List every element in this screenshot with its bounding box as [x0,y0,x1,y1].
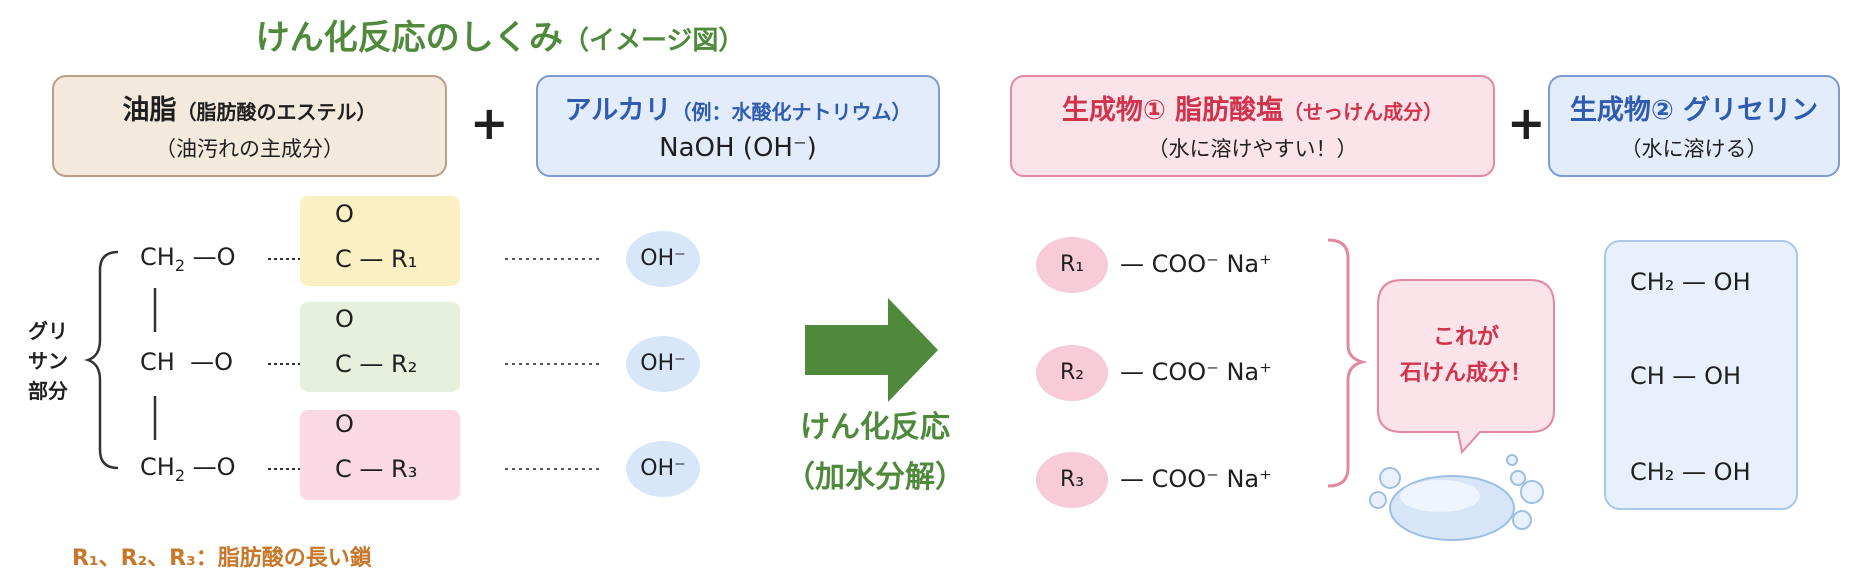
carbonyl-oxygen-3: O [335,410,354,438]
ester-left-1: CH2 —O [140,243,236,275]
carbonyl-oxygen-1: O [335,200,354,228]
glycerin-row-3: CH₂ — OH [1630,458,1751,486]
product2-box-title: 生成物② グリセリン [1569,95,1819,126]
carbonyl-highlight-2 [300,302,460,392]
carbonyl-group-3: C — R₃ [335,455,418,483]
bubble-icon [1369,491,1387,509]
ester-left-3: CH2 —O [140,453,236,485]
bubble-icon [1520,480,1544,504]
bubble-line-2: 石けん成分！ [1399,361,1532,386]
r-group-legend: R₁、R₂、R₃：脂肪酸の長い鎖 [72,546,372,571]
product1-box-title-sub: （せっけん成分） [1283,100,1444,124]
product1-box-title: 生成物① 脂肪酸塩 [1061,95,1284,126]
soap-tail-1: — COO⁻ Na⁺ [1120,250,1272,278]
alkali-box-title: アルカリ [564,95,672,126]
carbonyl-oxygen-2: O [335,305,354,333]
oil-box: 油脂（脂肪酸のエステル） （油汚れの主成分） [52,75,447,177]
left-brace [84,250,119,470]
glycerin-label-line: グリ [28,319,68,343]
bubble-icon [1512,510,1532,530]
product1-box: 生成物① 脂肪酸塩（せっけん成分） （水に溶けやすい！） [1010,75,1495,177]
bubble-icon [1379,467,1401,489]
oil-box-title-sub: （脂肪酸のエステル） [176,100,377,124]
title-sub: （イメージ図） [562,26,745,56]
plus-sign-left: + [470,96,509,150]
speech-bubble [1377,279,1555,455]
bubble-text: これが 石けん成分！ [1380,320,1552,392]
oil-box-desc: （油汚れの主成分） [155,137,344,161]
bubble-icon [1506,454,1518,466]
carbonyl-highlight-1 [300,196,460,286]
glycerin-row-1: CH₂ — OH [1630,268,1751,296]
alkali-box-title-sub: （例：水酸化ナトリウム） [671,100,912,124]
soap-highlight [1400,480,1480,512]
reaction-label: けん化反応 [800,410,950,445]
glycerin-box [1604,240,1798,510]
right-brace [1327,238,1368,488]
product2-box: 生成物② グリセリン （水に溶ける） [1548,75,1840,177]
glycerin-label-line: サン [28,349,68,373]
soap-tail-2: — COO⁻ Na⁺ [1120,358,1272,386]
carbonyl-group-1: C — R₁ [335,245,418,273]
ester-left-2: CH —O [140,348,233,376]
product2-box-desc: （水に溶ける） [1620,137,1768,161]
oil-box-title: 油脂 [122,95,177,126]
reaction-label-sub: （加水分解） [785,460,965,495]
hydroxide-ion-2: OH⁻ [626,336,700,392]
r-group-2: R₂ [1036,345,1108,401]
glycerin-part-label: グリ サン 部分 [20,316,76,406]
alkali-box: アルカリ（例：水酸化ナトリウム） NaOH (OH⁻) [536,75,940,177]
title-main: けん化反応のしくみ [255,18,563,58]
carbonyl-group-2: C — R₂ [335,350,418,378]
hydroxide-ion-3: OH⁻ [626,441,700,497]
plus-sign-right: + [1507,96,1546,150]
alkali-box-formula: NaOH (OH⁻) [659,133,817,163]
product1-box-desc: （水に溶けやすい！） [1147,137,1358,161]
glycerin-label-line: 部分 [28,379,68,403]
glycerin-row-2: CH — OH [1630,362,1741,390]
bubble-line-1: これが [1432,325,1499,350]
carbonyl-highlight-3 [300,410,460,500]
reaction-arrow-icon [805,298,938,402]
hydroxide-ion-1: OH⁻ [626,231,700,287]
page-title: けん化反応のしくみ（イメージ図） [0,10,1000,59]
r-group-1: R₁ [1036,237,1108,293]
r-group-3: R₃ [1036,452,1108,508]
bubble-icon [1510,470,1526,486]
soap-tail-3: — COO⁻ Na⁺ [1120,465,1272,493]
